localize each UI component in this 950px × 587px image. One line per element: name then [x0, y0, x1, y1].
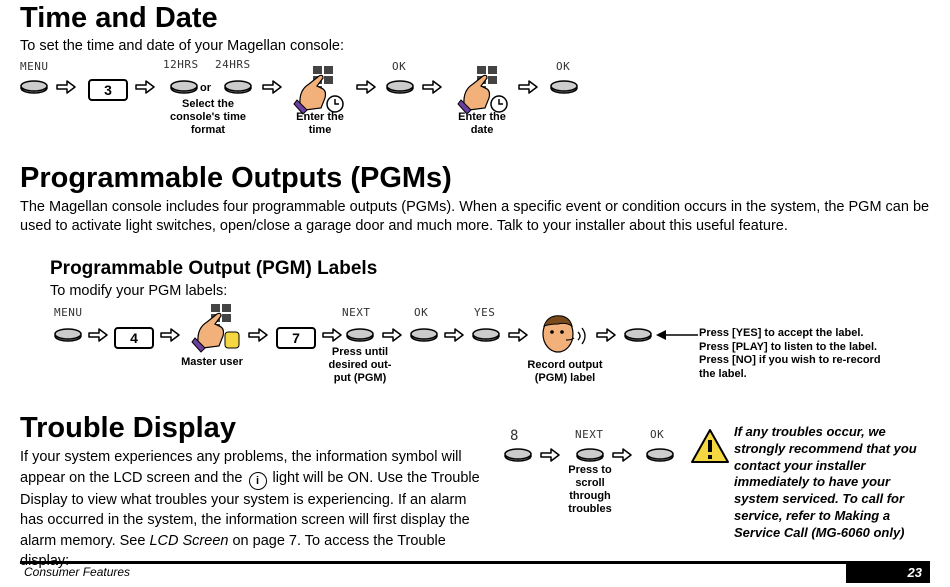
key-3-button[interactable]: 3: [88, 79, 128, 101]
footer-rule: [20, 561, 930, 564]
lcd-screen-link[interactable]: LCD Screen: [149, 532, 229, 549]
pgm-labels-intro: To modify your PGM labels:: [50, 283, 228, 299]
note-play: Press [PLAY] to listen to the label.: [699, 340, 878, 353]
keypad-hand-icon: [293, 65, 344, 115]
info-light-icon: i: [248, 471, 267, 490]
or-label: or: [200, 82, 211, 94]
pointer-arrow-icon: [656, 330, 698, 340]
lcd-ok-label: OK: [392, 60, 407, 73]
ok-button[interactable]: [386, 80, 414, 94]
lcd-info-label: 8: [510, 428, 519, 444]
time-date-title: Time and Date: [20, 2, 218, 34]
key-4-button[interactable]: 4: [114, 327, 154, 349]
ok-button[interactable]: [550, 80, 578, 94]
menu-button[interactable]: [54, 328, 82, 342]
arrow-icon: [444, 328, 464, 342]
lcd-ok-label: OK: [556, 60, 571, 73]
arrow-icon: [88, 328, 108, 342]
keypad-hand-icon: [457, 65, 508, 115]
arrow-icon: [612, 448, 632, 462]
arrow-icon: [596, 328, 616, 342]
lcd-12hrs-label: 12HRS: [163, 58, 199, 71]
master-user-caption: Master user: [181, 356, 243, 368]
pgm-title: Programmable Outputs (PGMs): [20, 162, 452, 194]
trouble-title: Trouble Display: [20, 412, 236, 444]
lcd-yes-label: YES: [474, 306, 496, 319]
arrow-icon: [160, 328, 180, 342]
lcd-ok-label: OK: [414, 306, 429, 319]
pgm-body: The Magellan console includes four progr…: [20, 199, 930, 234]
ok-button[interactable]: [410, 328, 438, 342]
arrow-icon: [135, 80, 155, 94]
speaking-person-icon: [542, 315, 586, 353]
trouble-body-part1: If your system experiences any problems,…: [20, 449, 462, 486]
note-no: Press [NO] if you wish to re-record the …: [699, 354, 881, 380]
scroll-caption: Press to scroll through troubles: [568, 464, 612, 515]
page-number: 23: [846, 563, 930, 583]
lcd-ok-label: OK: [650, 428, 665, 441]
menu-button[interactable]: [20, 80, 48, 94]
master-user-hand-icon: [191, 303, 240, 353]
trouble-body-part2: light will be ON. Use the Trouble Displa…: [20, 469, 480, 549]
info-button[interactable]: [504, 448, 532, 462]
time-format-button[interactable]: [170, 80, 198, 94]
next-button[interactable]: [576, 448, 604, 462]
time-format-caption: Select the console's time format: [170, 98, 246, 136]
arrow-icon: [422, 80, 442, 94]
pgm-labels-title: Programmable Output (PGM) Labels: [50, 258, 378, 279]
lcd-next-label: NEXT: [342, 306, 371, 319]
arrow-icon: [56, 80, 76, 94]
yes-button[interactable]: [472, 328, 500, 342]
lcd-menu-label: MENU: [54, 306, 83, 319]
arrow-icon: [262, 80, 282, 94]
next-button[interactable]: [346, 328, 374, 342]
arrow-icon: [322, 328, 342, 342]
trouble-body: If your system experiences any problems,…: [20, 447, 490, 572]
warning-icon: [691, 429, 729, 463]
next-caption: Press until desired out-put (PGM): [328, 346, 392, 384]
arrow-icon: [518, 80, 538, 94]
enter-date-caption: Enter the date: [458, 111, 506, 136]
note-yes: Press [YES] to accept the label.: [699, 327, 864, 339]
enter-time-caption: Enter the time: [296, 111, 344, 136]
lcd-menu-label: MENU: [20, 60, 49, 73]
time-date-intro: To set the time and date of your Magella…: [20, 38, 345, 54]
record-caption: Record output (PGM) label: [527, 359, 603, 384]
ok-button[interactable]: [646, 448, 674, 462]
time-format-button[interactable]: [224, 80, 252, 94]
lcd-24hrs-label: 24HRS: [215, 58, 251, 71]
arrow-icon: [248, 328, 268, 342]
key-7-button[interactable]: 7: [276, 327, 316, 349]
arrow-icon: [382, 328, 402, 342]
lcd-next-label: NEXT: [575, 428, 604, 441]
arrow-icon: [508, 328, 528, 342]
confirm-button[interactable]: [624, 328, 652, 342]
arrow-icon: [540, 448, 560, 462]
arrow-icon: [356, 80, 376, 94]
footer-section: Consumer Features: [24, 565, 131, 579]
warning-text: If any troubles occur, we strongly recom…: [734, 424, 917, 540]
